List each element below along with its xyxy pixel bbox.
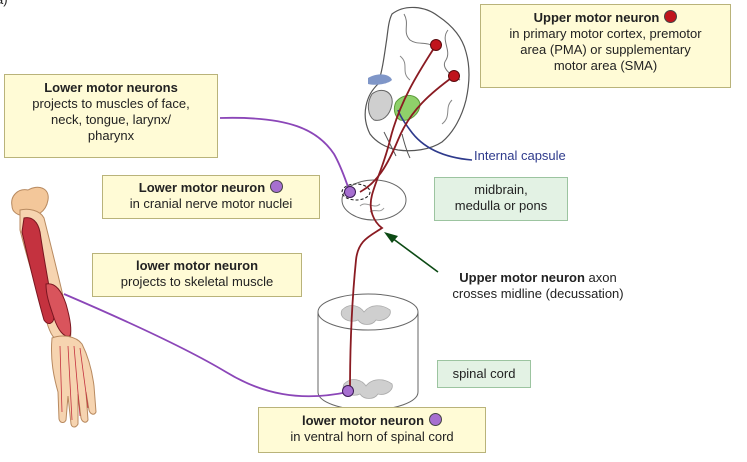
lower-motor-neurons-face-box: Lower motor neurons projects to muscles … [4,74,218,158]
internal-capsule-pointer [397,109,473,161]
lower-motor-neurons-face-title: Lower motor neurons [44,80,178,95]
spinal-cord-label: spinal cord [452,366,516,381]
lower-motor-neurons-face-line3: pharynx [87,128,135,143]
brain-stem-stub [383,131,397,157]
brain-stem-stub-2 [401,133,411,159]
decussation-title: Upper motor neuron [459,270,585,285]
lower-motor-neuron-skeletal-box: lower motor neuron projects to skeletal … [92,253,302,297]
top-left-fragment: a) [0,0,8,7]
arm-illustration [11,186,97,428]
midbrain-line2: medulla or pons [454,198,548,213]
cortex-outline [364,6,470,152]
upper-neuron-body-2 [448,70,460,82]
hand [51,335,97,428]
lower-motor-neuron-ventral-title: lower motor neuron [301,413,425,428]
lower-axon-face [219,116,351,193]
cortex-fold-4 [441,99,453,125]
decussation-line1: crosses midline (decussation) [452,286,624,301]
cranial-neuron-body [344,186,356,198]
upper-motor-neuron-line2: area (PMA) or supplementary [520,42,691,57]
lower-motor-neuron-cranial-title: Lower motor neuron [138,180,266,195]
internal-capsule-label: Internal capsule [474,148,566,163]
upper-motor-neuron-box: Upper motor neuron in primary motor cort… [480,4,731,88]
hand-tendons [59,345,89,421]
grey-matter-bottom [342,379,393,399]
upper-motor-neuron-line1: in primary motor cortex, premotor [509,26,702,41]
upper-motor-neuron-title: Upper motor neuron [533,10,660,25]
lower-axon-skeletal [63,293,349,398]
lower-motor-neurons-face-line2: neck, tongue, larynx/ [51,112,171,127]
midbrain-line1: midbrain, [474,182,528,197]
brain-section [364,6,470,159]
spinal-cord-cylinder [317,293,419,411]
lower-motor-neuron-ventral-box: lower motor neuron in ventral horn of sp… [258,407,486,453]
lower-neuron-icon [270,180,284,193]
grey-matter-top [340,305,391,325]
cortex-fold-1 [403,13,435,49]
cortex-fold-3 [399,55,411,81]
lower-motor-neuron-skeletal-title: lower motor neuron [135,258,259,273]
midbrain-box: midbrain, medulla or pons [434,177,568,221]
lower-motor-neuron-skeletal-line1: projects to skeletal muscle [120,274,274,289]
lower-motor-neurons-face-line1: projects to muscles of face, [32,96,190,111]
upper-neuron-icon [664,10,678,23]
upper-motor-neuron-line3: motor area (SMA) [553,58,658,73]
decussation-title-suffix: axon [588,270,617,285]
lower-motor-neuron-cranial-line1: in cranial nerve motor nuclei [129,196,293,211]
upper-axon-1 [349,44,437,391]
thalamus [367,89,393,121]
lower-neuron-ventral-icon [429,413,443,426]
forearm-muscle [45,283,72,337]
decussation-arrowhead [384,232,398,243]
upper-axon-2 [359,75,455,193]
decussation-label: Upper motor neuron axon crosses midline … [438,270,638,302]
ventral-horn-neuron-body [342,385,354,397]
lower-motor-neuron-ventral-line1: in ventral horn of spinal cord [290,429,454,444]
cranial-nucleus-dashed [341,183,371,201]
lateral-ventricle [368,74,392,85]
decussation-arrow-shaft [387,234,439,273]
lower-motor-neuron-cranial-box: Lower motor neuron in cranial nerve moto… [102,175,320,219]
spinal-cord-box: spinal cord [437,360,531,388]
upper-neuron-body-1 [430,39,442,51]
brainstem-section [341,179,407,221]
